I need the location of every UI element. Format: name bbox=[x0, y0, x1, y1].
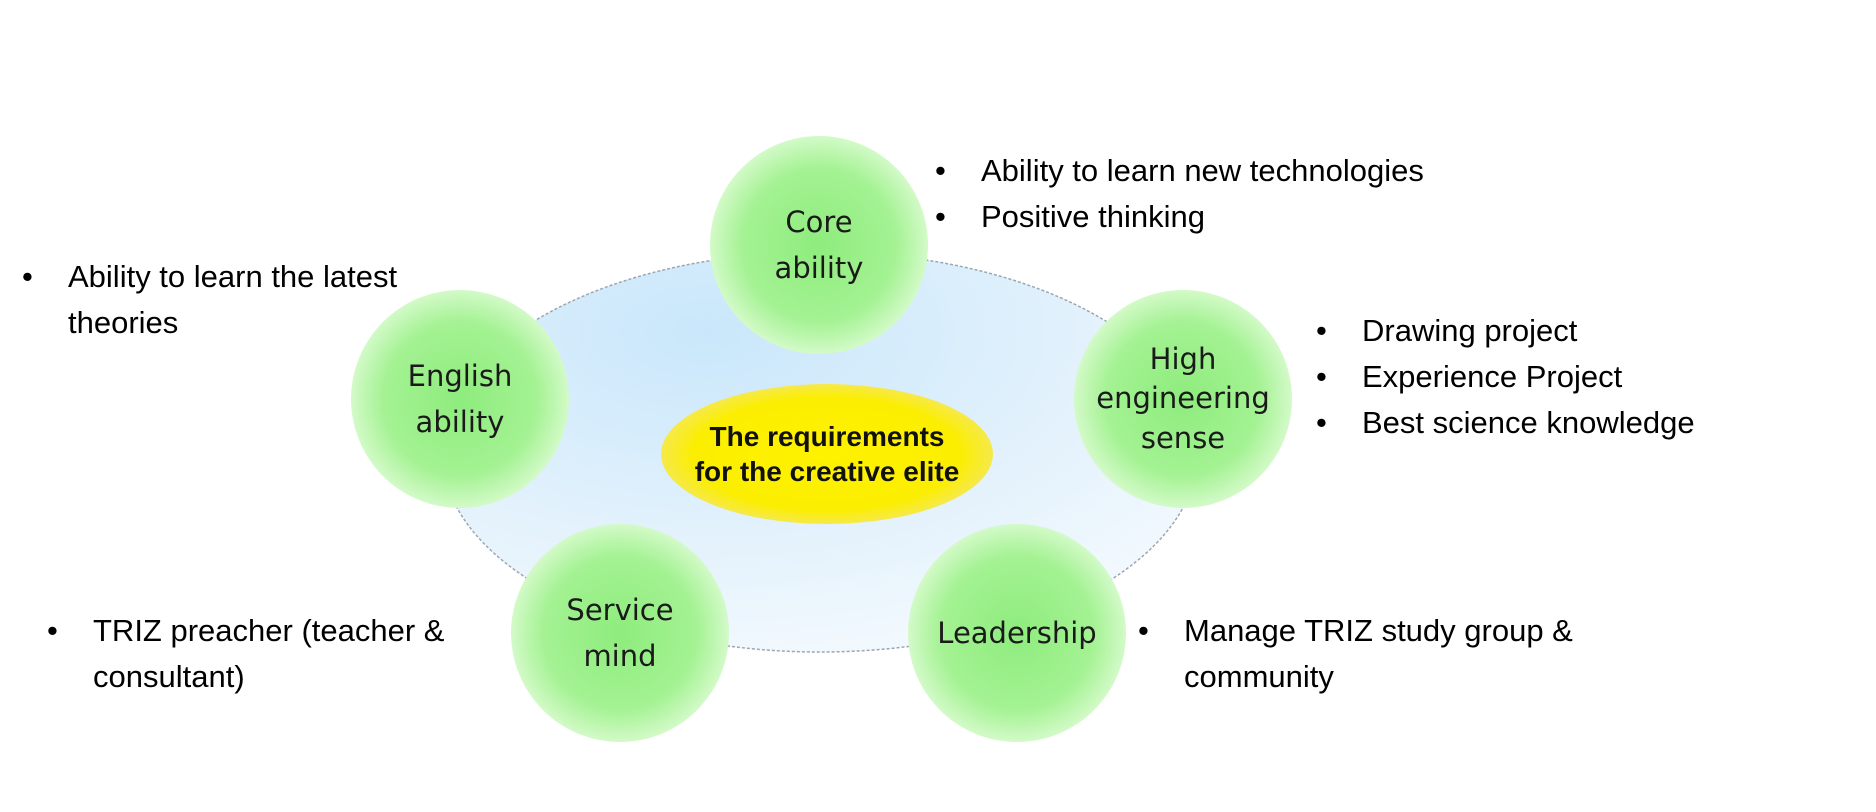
node-circle-service bbox=[511, 524, 729, 742]
node-label-english: English ability bbox=[407, 358, 513, 439]
center-ellipse bbox=[661, 384, 993, 524]
bullet-item: Manage TRIZ study group & community bbox=[1138, 608, 1658, 700]
node-label-leadership: Leadership bbox=[937, 615, 1097, 650]
bullet-item: Positive thinking bbox=[935, 194, 1635, 240]
center-label: The requirements for the creative elite bbox=[694, 421, 960, 487]
node-label-engineering: High engineering sense bbox=[1096, 342, 1270, 455]
bullet-list-core: Ability to learn new technologies Positi… bbox=[935, 148, 1635, 240]
bullet-item: Best science knowledge bbox=[1316, 400, 1856, 446]
bullet-item: TRIZ preacher (teacher & consultant) bbox=[47, 608, 497, 700]
bullet-list-service: TRIZ preacher (teacher & consultant) bbox=[47, 608, 497, 700]
bullet-list-english: Ability to learn the latest theories bbox=[22, 254, 462, 346]
bullet-item: Ability to learn the latest theories bbox=[22, 254, 462, 346]
bullet-item: Drawing project bbox=[1316, 308, 1856, 354]
node-circle-engineering bbox=[1074, 290, 1292, 508]
node-label-service: Service mind bbox=[566, 592, 674, 673]
bullet-item: Ability to learn new technologies bbox=[935, 148, 1635, 194]
bullet-list-engineering: Drawing project Experience Project Best … bbox=[1316, 308, 1856, 446]
node-circle-leadership bbox=[908, 524, 1126, 742]
bullet-list-leadership: Manage TRIZ study group & community bbox=[1138, 608, 1658, 700]
node-circle-core bbox=[710, 136, 928, 354]
bullet-item: Experience Project bbox=[1316, 354, 1856, 400]
node-label-core: Core ability bbox=[774, 204, 864, 285]
